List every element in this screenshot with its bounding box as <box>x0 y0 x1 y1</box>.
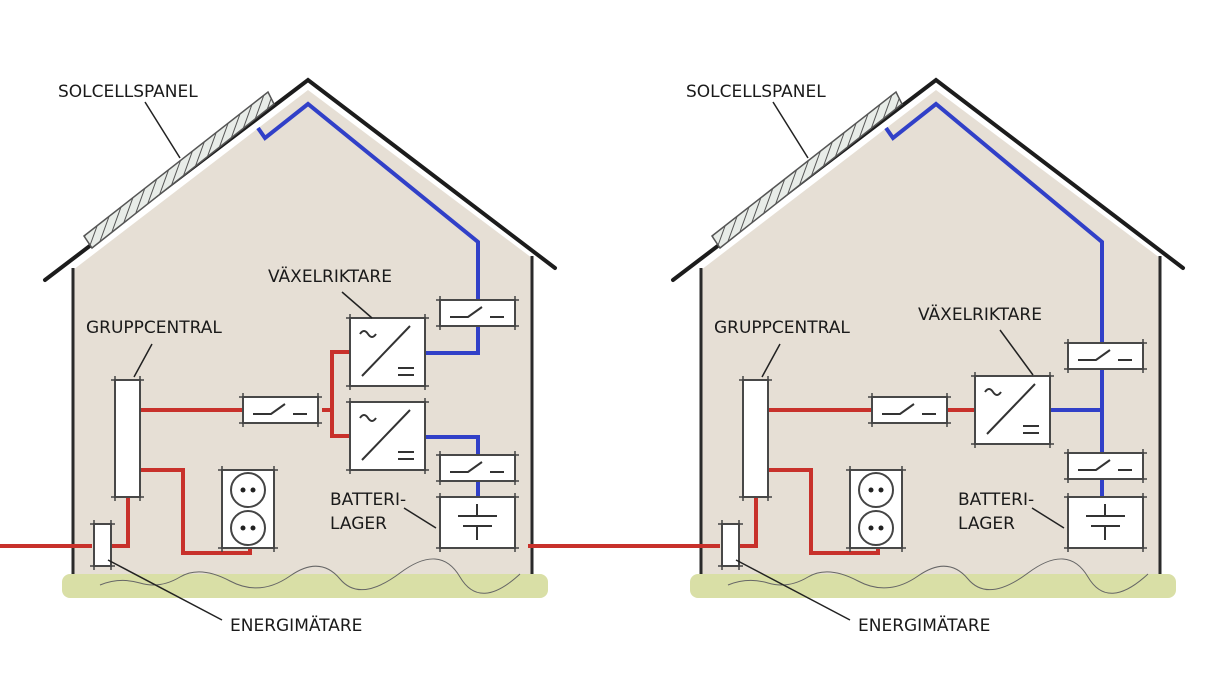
dc-bus-wire <box>884 101 1104 497</box>
solar-panel <box>710 90 903 250</box>
outlet-wire <box>768 468 880 555</box>
energy-meter-leader <box>107 559 223 621</box>
socket-pin <box>250 487 256 493</box>
battery-label-line1: BATTERI- <box>330 490 406 510</box>
main-switch <box>868 393 951 427</box>
pv-switch-frame <box>439 299 516 327</box>
house-diagram-2: VÄXELRIKTARE SOLCELLSPANEL GRUPPCENTRAL BAT… <box>528 77 1185 636</box>
battery-leader <box>1031 507 1065 529</box>
ground <box>690 574 1176 598</box>
house-wall <box>701 90 1160 576</box>
socket-icon <box>230 510 266 546</box>
socket-pin <box>240 525 246 531</box>
distribution-board-label: GRUPPCENTRAL <box>86 318 222 338</box>
energy-meter-leader <box>735 559 851 621</box>
main-switch <box>239 393 322 427</box>
solar-panel-leader <box>144 101 181 159</box>
hybrid-inverter <box>971 372 1054 448</box>
inverter-leader <box>999 329 1034 376</box>
distribution-board-frame <box>742 379 769 498</box>
socket-icon <box>858 510 894 546</box>
battery-symbol-icon <box>458 504 497 540</box>
battery-switch-frame <box>439 454 516 482</box>
pv-dc-wire <box>256 101 480 355</box>
distribution-board-leader <box>133 343 153 378</box>
outlet-wire <box>140 468 252 555</box>
pv-switch <box>436 296 519 330</box>
inverter-leader <box>341 291 373 319</box>
meter-to-board-wire <box>738 497 758 548</box>
battery-leader <box>403 507 437 529</box>
solar-panel-label: SOLCELLSPANEL <box>58 82 198 102</box>
solar-panel-leader <box>772 101 809 159</box>
solar-panel-label: SOLCELLSPANEL <box>686 82 826 102</box>
distribution-board-frame <box>114 379 141 498</box>
switch-symbol-icon <box>882 403 936 415</box>
ac-dc-symbol-icon <box>359 325 414 377</box>
inverter-label: VÄXELRIKTARE <box>918 304 1042 325</box>
socket-pin <box>868 487 874 493</box>
socket-pin <box>878 525 884 531</box>
inverter-ac-wire <box>330 350 350 438</box>
socket-icon <box>230 472 266 508</box>
inverter-label: VÄXELRIKTARE <box>268 266 392 287</box>
main-switch-frame <box>871 396 948 424</box>
distribution-board <box>111 376 144 501</box>
pv-switch-frame <box>1067 342 1144 370</box>
socket-pin <box>240 487 246 493</box>
socket-pin <box>250 525 256 531</box>
energy-meter <box>718 520 743 570</box>
battery-label-line1: BATTERI- <box>958 490 1034 510</box>
socket-icon <box>858 472 894 508</box>
distribution-board-leader <box>761 343 781 378</box>
ac-dc-symbol-icon <box>359 409 414 461</box>
battery-label-line2: LAGER <box>330 514 387 534</box>
ac-dc-symbol-icon <box>984 383 1039 435</box>
switch-symbol-icon <box>450 306 504 318</box>
battery-label-line2: LAGER <box>958 514 1015 534</box>
switch-symbol-icon <box>1078 459 1132 471</box>
battery-switch <box>1064 449 1147 483</box>
battery-storage <box>1064 493 1147 552</box>
distribution-board <box>739 376 772 501</box>
distribution-board-label: GRUPPCENTRAL <box>714 318 850 338</box>
battery-switch-frame <box>1067 452 1144 480</box>
switch-symbol-icon <box>1078 349 1132 361</box>
main-switch-frame <box>242 396 319 424</box>
switch-symbol-icon <box>450 461 504 473</box>
power-outlet <box>218 466 278 552</box>
pv-switch <box>1064 339 1147 373</box>
socket-pin <box>878 487 884 493</box>
battery-symbol-icon <box>1086 504 1125 540</box>
ground <box>62 574 548 598</box>
battery-inverter <box>346 398 429 474</box>
meter-to-board-wire <box>110 497 130 548</box>
energy-meter-label: ENERGIMÄTARE <box>230 615 362 636</box>
battery-switch <box>436 451 519 485</box>
power-outlet <box>846 466 906 552</box>
solar-panel <box>82 90 275 250</box>
house-diagram-1: VÄXELRIKTARE SOLCELLSPANEL GRUPPCENTRAL BAT… <box>0 77 557 636</box>
socket-pin <box>868 525 874 531</box>
switch-symbol-icon <box>253 403 307 415</box>
pv-inverter <box>346 314 429 390</box>
battery-storage <box>436 493 519 552</box>
energy-meter-label: ENERGIMÄTARE <box>858 615 990 636</box>
